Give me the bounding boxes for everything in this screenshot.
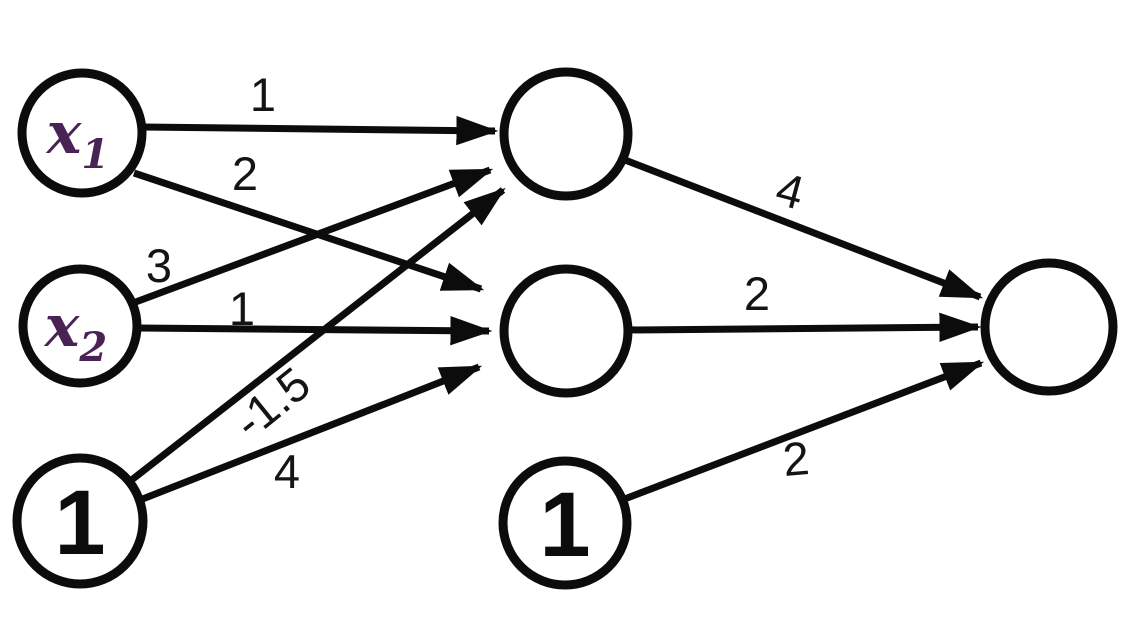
node-label-x1: x1 bbox=[45, 99, 109, 178]
edge-b1-h2 bbox=[138, 363, 483, 504]
node-b1-bias bbox=[12, 453, 148, 589]
weight-label-h1-out: 4 bbox=[771, 162, 810, 220]
node-label-b2: 1 bbox=[539, 474, 590, 576]
weight-label-x2-h1: 3 bbox=[146, 239, 172, 292]
edge-x2-h1 bbox=[131, 166, 494, 307]
edge-b1-h1 bbox=[126, 187, 506, 485]
edge-x1-h2 bbox=[132, 169, 485, 293]
weight-label-b2-out: 2 bbox=[781, 431, 812, 486]
node-label-b1: 1 bbox=[54, 472, 105, 574]
weight-label-x2-h2: 1 bbox=[229, 282, 255, 335]
edge-x2-h2 bbox=[136, 315, 493, 346]
edge-b2-out bbox=[620, 359, 985, 504]
node-h2-hidden bbox=[499, 264, 633, 398]
edge-h2-out bbox=[627, 312, 982, 343]
node-b2-bias bbox=[498, 456, 632, 590]
weight-label-x1-h2: 2 bbox=[232, 147, 258, 200]
node-out-output bbox=[980, 258, 1118, 396]
edge-h1-out bbox=[623, 156, 984, 301]
node-h1-hidden bbox=[499, 67, 633, 201]
weight-label-x1-h1: 1 bbox=[250, 68, 276, 121]
weight-label-h2-out: 2 bbox=[744, 267, 770, 320]
edge-x1-h1 bbox=[141, 115, 499, 146]
weight-label-b1-h2: 4 bbox=[274, 445, 300, 498]
node-label-x2: x2 bbox=[43, 292, 107, 371]
node-x1-input bbox=[17, 68, 147, 198]
node-x2-input bbox=[18, 264, 142, 388]
